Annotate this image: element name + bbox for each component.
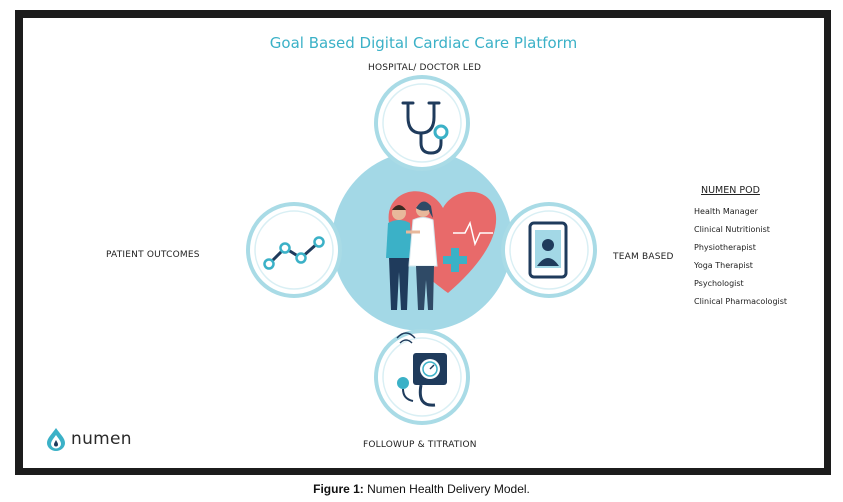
delivery-model-diagram (246, 75, 597, 425)
trend-line-icon (263, 236, 325, 270)
pod-member: Clinical Pharmacologist (694, 297, 788, 306)
numen-logo: numen (45, 427, 132, 451)
top-node-circle (374, 75, 470, 171)
smartphone-user-icon (528, 221, 568, 279)
stethoscope-icon (401, 101, 449, 155)
numen-drop-icon (47, 428, 65, 451)
pod-member: Health Manager (694, 207, 758, 216)
blood-pressure-monitor-icon (396, 332, 447, 407)
pod-member: Yoga Therapist (694, 261, 753, 270)
node-label-right: TEAM BASED (613, 252, 674, 262)
left-node-circle (246, 202, 342, 298)
node-label-top: HOSPITAL/ DOCTOR LED (368, 63, 482, 73)
diagram-title: Goal Based Digital Cardiac Care Platform (269, 34, 578, 52)
pod-member: Psychologist (694, 279, 744, 288)
diagram-canvas: Goal Based Digital Cardiac Care Platform (23, 18, 824, 468)
node-label-left: PATIENT OUTCOMES (106, 250, 200, 260)
doctor-patient-heart-illustration (386, 191, 497, 310)
pod-title: NUMEN POD (701, 185, 760, 196)
pod-member: Clinical Nutritionist (694, 225, 770, 234)
figure-caption-text: Numen Health Delivery Model. (363, 482, 530, 496)
pod-member: Physiotherapist (694, 243, 756, 252)
node-label-bottom: FOLLOWUP & TITRATION (363, 440, 477, 450)
pod-member-list: Health Manager Clinical Nutritionist Phy… (694, 207, 787, 315)
figure-caption-label: Figure 1: (313, 482, 364, 496)
numen-logo-text: numen (71, 429, 132, 449)
figure-caption: Figure 1: Numen Health Delivery Model. (0, 482, 843, 496)
